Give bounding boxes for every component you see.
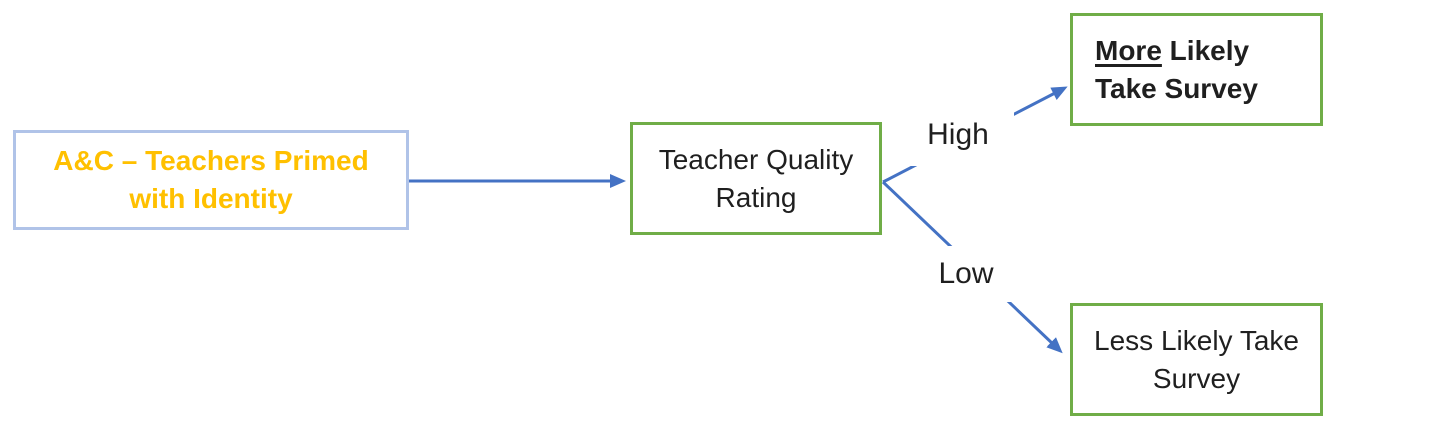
node-source-teachers-primed: A&C – Teachers Primed with Identity [13,130,409,230]
node-rating-line2: Rating [715,181,797,213]
node-teacher-quality-rating: Teacher Quality Rating [630,122,882,235]
node-more-likely-take-survey: More Likely Take Survey [1070,13,1323,126]
node-more-line2: Take Survey [1095,72,1258,104]
node-rating-line1: Teacher Quality [658,143,854,175]
node-more-emphasis: More [1095,34,1162,66]
edge-label-high: High [902,104,1014,166]
edge-label-low: Low [918,246,1014,302]
node-more-line1-rest: Likely [1161,34,1250,66]
node-more-line1: More Likely [1095,32,1320,70]
node-source-line2: with Identity [129,183,293,214]
node-less-line2: Survey [1152,362,1241,394]
node-less-line1: Less Likely Take [1094,324,1299,356]
node-less-likely-take-survey: Less Likely Take Survey [1070,303,1323,416]
node-source-line1: A&C – Teachers Primed [53,145,369,177]
